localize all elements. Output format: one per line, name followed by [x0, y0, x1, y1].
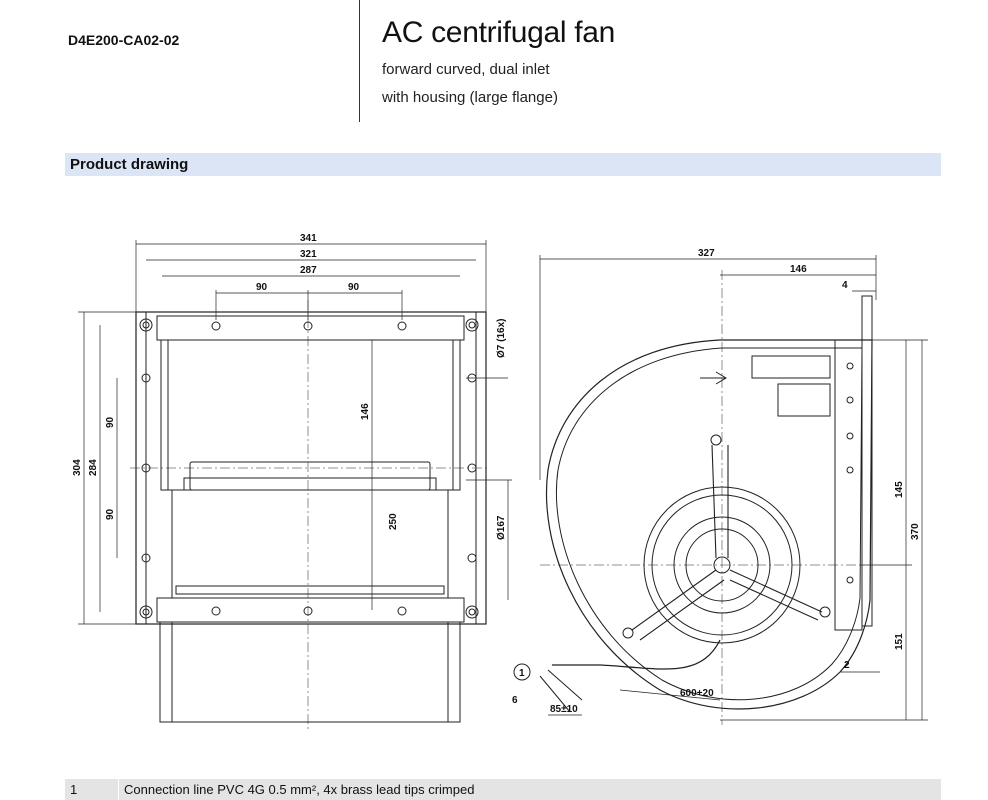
dim-287: 287 [300, 265, 317, 276]
dim-6: 6 [512, 695, 518, 706]
side-view [513, 255, 928, 725]
front-view [78, 240, 512, 730]
dim-151: 151 [894, 633, 905, 650]
dim-cable-length: 600+20 [680, 688, 714, 699]
dim-90-upper: 90 [105, 416, 116, 428]
product-title: AC centrifugal fan [382, 16, 616, 49]
dim-2: 2 [844, 660, 850, 671]
dim-hole-diameter: Ø7 (16x) [496, 319, 507, 358]
dim-145: 145 [894, 481, 905, 498]
footnote-separator [118, 779, 119, 800]
dim-370: 370 [910, 523, 921, 540]
section-header-product-drawing: Product drawing [65, 153, 941, 176]
product-subtitle-line-1: forward curved, dual inlet [382, 61, 550, 78]
dim-321: 321 [300, 249, 317, 260]
dim-250: 250 [388, 513, 399, 530]
flange-holes [139, 318, 479, 619]
product-subtitle-line-2: with housing (large flange) [382, 89, 558, 106]
footnote-text: Connection line PVC 4G 0.5 mm², 4x brass… [124, 782, 475, 797]
model-number: D4E200-CA02-02 [68, 32, 180, 48]
dim-lead-length: 85±10 [550, 704, 578, 715]
product-drawing: 341 321 287 90 90 304 284 90 90 146 250 … [72, 233, 928, 730]
dim-4: 4 [842, 280, 848, 291]
side-flange-holes [846, 362, 854, 584]
dim-90-right: 90 [348, 282, 360, 293]
footnote-index: 1 [70, 782, 78, 797]
dim-327: 327 [698, 248, 715, 259]
header-divider [359, 0, 360, 122]
footnote-row: 1 Connection line PVC 4G 0.5 mm², 4x bra… [65, 779, 941, 800]
dim-146-side: 146 [790, 264, 807, 275]
dim-90-left: 90 [256, 282, 268, 293]
dim-146-front: 146 [360, 403, 371, 420]
dim-90-lower: 90 [105, 508, 116, 520]
dim-341: 341 [300, 233, 317, 244]
dim-inlet-diameter: Ø167 [496, 515, 507, 540]
callout-1: 1 [519, 668, 525, 679]
dim-304: 304 [72, 459, 83, 476]
dim-284: 284 [88, 459, 99, 476]
